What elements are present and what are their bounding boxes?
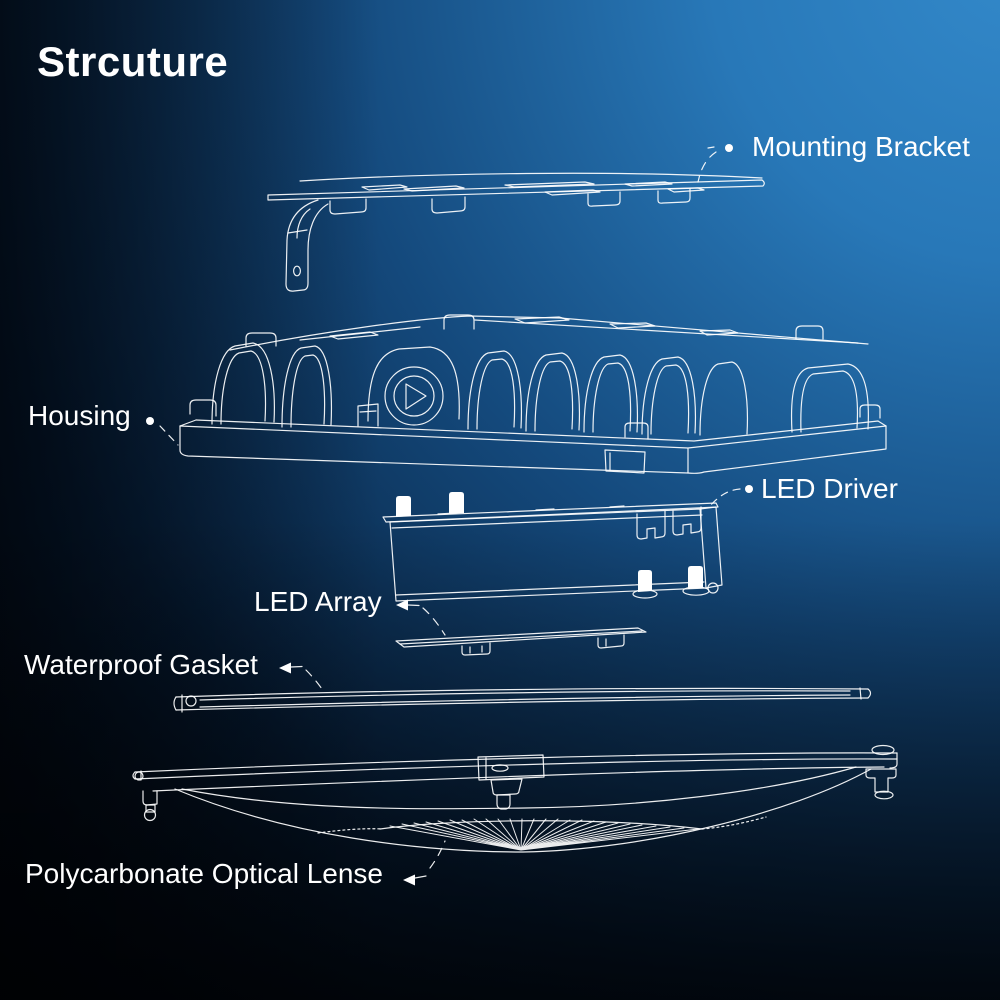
leader-mounting-bracket [697, 144, 733, 183]
leader-led-array [396, 599, 446, 636]
leader-waterproof-gasket [279, 662, 323, 690]
label-mounting-bracket: Mounting Bracket [752, 131, 970, 162]
page-title: Strcuture [37, 38, 229, 85]
label-led-array: LED Array [254, 586, 382, 617]
lens-drawing [132, 744, 898, 853]
leader-housing [146, 417, 179, 446]
gasket-drawing [173, 687, 872, 713]
leader-optical-lense [403, 840, 446, 886]
led-array-drawing [395, 627, 647, 656]
label-waterproof-gasket: Waterproof Gasket [24, 649, 258, 680]
leader-led-driver [708, 485, 753, 508]
label-polycarbonate-optical-lense: Polycarbonate Optical Lense [25, 858, 383, 889]
led-driver-drawing [382, 492, 723, 602]
label-housing: Housing [28, 400, 131, 431]
label-led-driver: LED Driver [761, 473, 898, 504]
housing-drawing [179, 314, 887, 474]
mounting-bracket-drawing [267, 172, 765, 292]
